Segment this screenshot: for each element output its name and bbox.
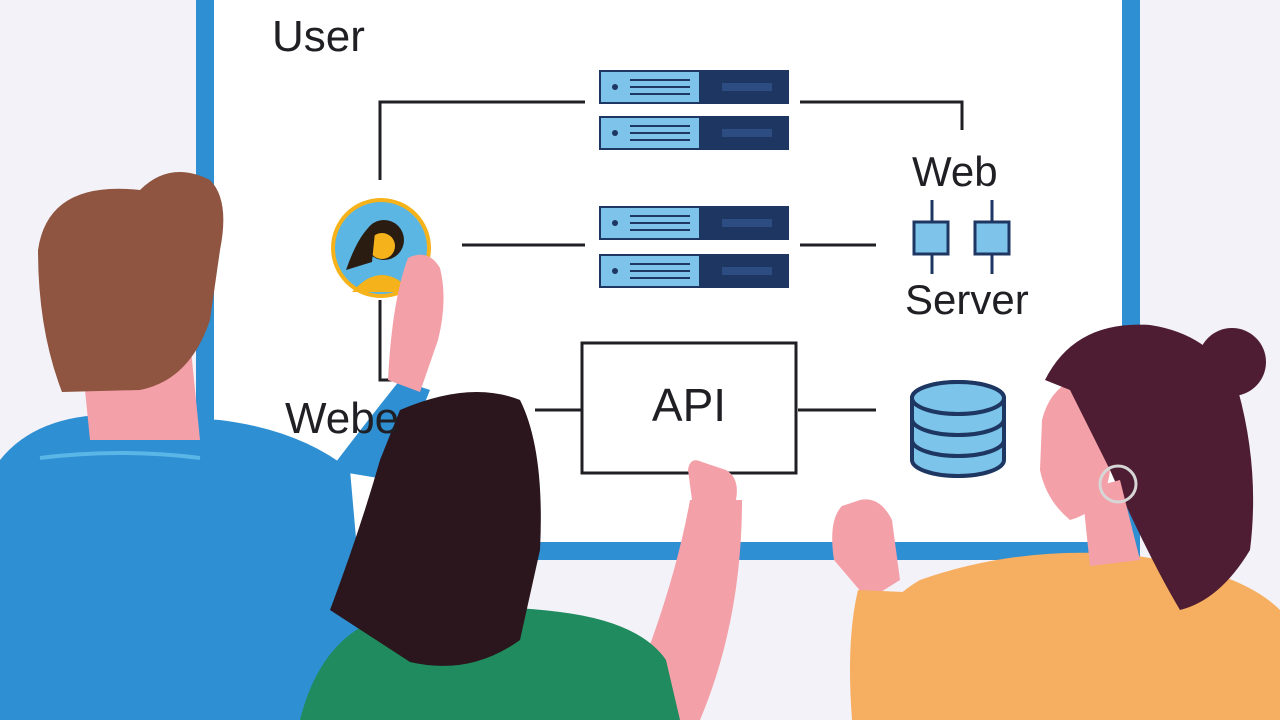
server-unit: [599, 116, 789, 150]
database-icon: [910, 380, 1006, 478]
top-left-connector: [378, 100, 585, 180]
right-woman-arm: [850, 590, 920, 720]
right-woman-hand: [832, 499, 900, 600]
connector-lines: [378, 100, 964, 412]
man-arm: [330, 380, 430, 480]
right-woman-hair: [1045, 324, 1254, 610]
right-woman-neck: [1082, 480, 1140, 566]
server-label: Server: [905, 276, 1029, 323]
top-right-connector: [800, 100, 964, 130]
right-woman-figure: [832, 324, 1280, 720]
api-label: API: [651, 379, 727, 431]
server-unit: [599, 254, 789, 288]
man-hair: [38, 172, 224, 392]
api-box: [580, 341, 798, 475]
man-shirt: [0, 414, 372, 720]
man-figure: [0, 172, 444, 720]
server-stack-top: [599, 70, 789, 150]
web-label: Web: [912, 148, 998, 195]
right-woman-hair-bun: [1198, 328, 1266, 396]
webe-label: Webe: [285, 394, 400, 443]
web-server-component-icon: [912, 200, 1011, 274]
server-unit: [599, 206, 789, 240]
user-label: User: [272, 12, 365, 61]
center-woman-hand: [688, 460, 737, 530]
center-woman-figure: [300, 392, 742, 720]
man-hand: [388, 254, 444, 392]
server-stack-middle: [599, 206, 789, 288]
center-woman-hair: [330, 392, 541, 666]
earring: [1098, 464, 1138, 504]
server-unit: [599, 70, 789, 104]
